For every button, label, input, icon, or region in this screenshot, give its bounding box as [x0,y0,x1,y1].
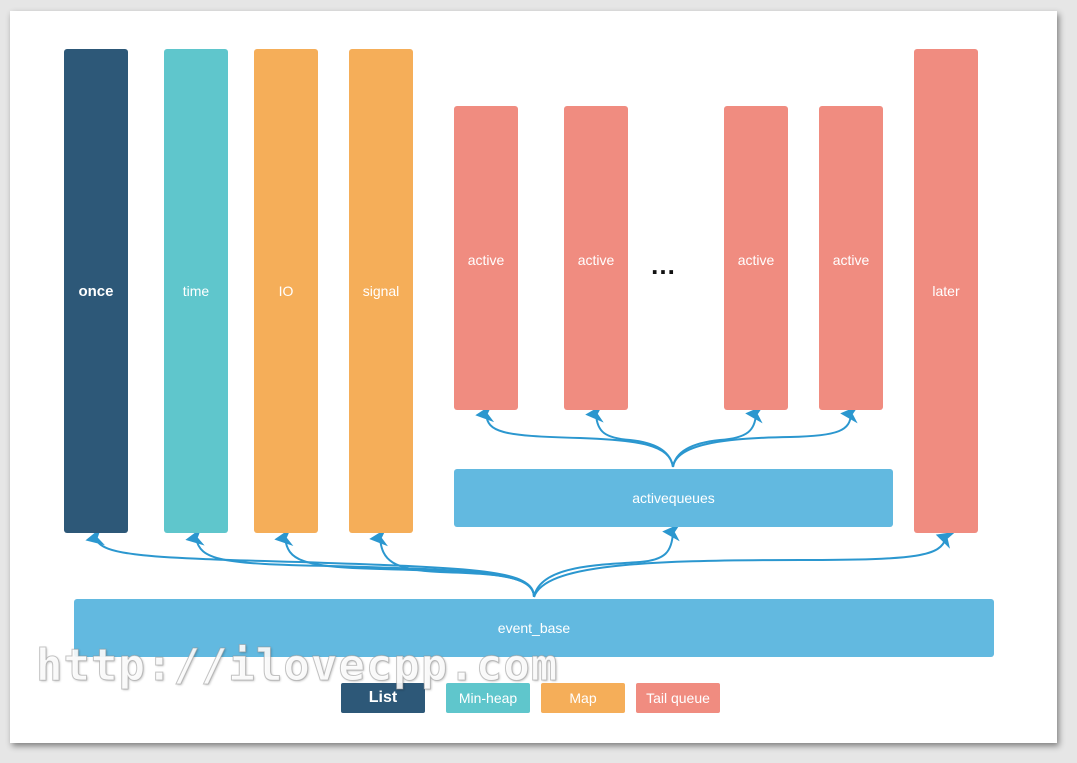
column-active-3: active [724,106,788,410]
column-active-2: active [564,106,628,410]
column-signal-label: signal [362,283,400,299]
legend-tail-queue-label: Tail queue [646,690,710,706]
legend-min-heap: Min-heap [446,683,530,713]
arrow-to-signal [369,528,535,598]
arrow-to-active-1 [475,404,674,468]
column-active-1: active [454,106,518,410]
arrow-to-active-4 [672,405,859,468]
column-time-label: time [182,283,210,299]
column-io: IO [254,49,318,533]
column-once-label: once [78,282,114,300]
legend-map: Map [541,683,625,713]
watermark-text: http://ilovecpp.com [35,640,559,692]
legend-map-label: Map [569,690,597,706]
column-later-label: later [932,283,960,299]
column-later: later [914,49,978,533]
arrow-to-active-3 [672,405,764,468]
activequeues-label: activequeues [632,490,715,506]
event-base-block: event_base [74,599,994,657]
arrow-to-activequeues [533,523,681,598]
arrow-to-once [85,527,535,598]
column-active-2-label: active [577,252,615,268]
column-signal: signal [349,49,413,533]
legend-list-label: List [368,689,398,706]
column-active-1-label: active [467,252,505,268]
arrow-to-time [185,527,535,598]
arrow-to-active-2 [585,404,674,468]
legend-min-heap-label: Min-heap [458,690,518,706]
column-active-4-label: active [832,252,870,268]
ellipsis: … [650,250,678,280]
column-active-4: active [819,106,883,410]
activequeues-block: activequeues [454,469,893,527]
event-base-label: event_base [497,620,571,636]
legend-list: List [341,683,425,713]
arrow-to-later [533,531,956,598]
column-io-label: IO [278,283,294,299]
column-once: once [64,49,128,533]
column-active-3-label: active [737,252,775,268]
column-time: time [164,49,228,533]
legend-tail-queue: Tail queue [636,683,720,713]
